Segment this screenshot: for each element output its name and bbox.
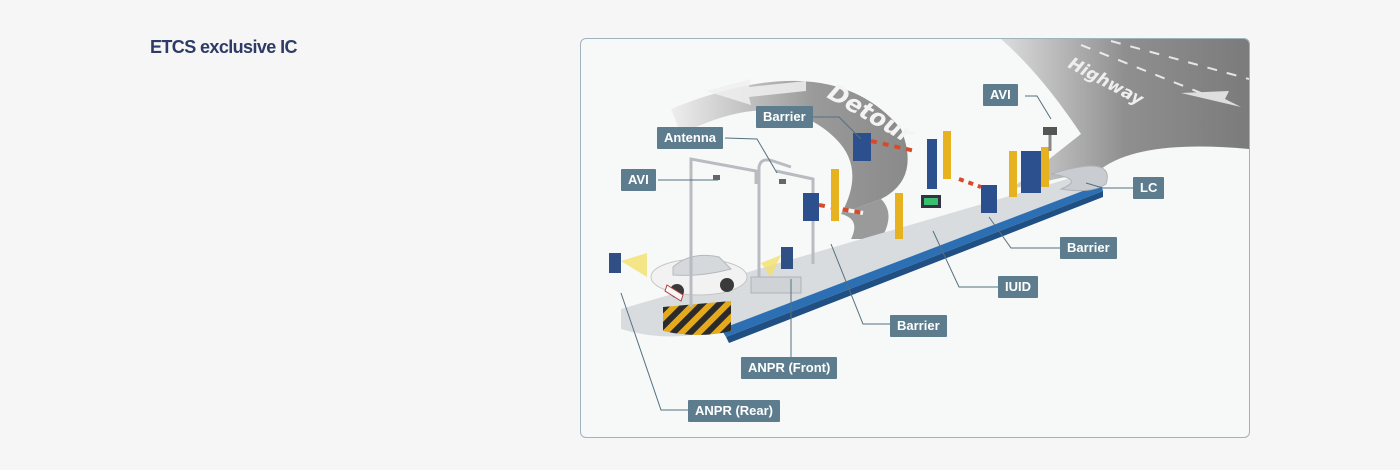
callout-anpr-front: ANPR (Front) xyxy=(741,357,838,379)
detour-arrow xyxy=(706,79,806,105)
callout-barrier-center: Barrier xyxy=(890,315,947,337)
highway-arrow xyxy=(1181,91,1241,107)
callout-avi-right: AVI xyxy=(983,84,1018,106)
detour-road xyxy=(671,80,908,214)
antenna-gantry xyxy=(689,157,815,307)
car-illustration xyxy=(650,254,748,302)
callout-avi-left: AVI xyxy=(621,169,656,191)
page-title: ETCS exclusive IC xyxy=(150,37,297,57)
highway-road xyxy=(1001,39,1249,189)
barrier-top-unit xyxy=(853,133,916,161)
callout-barrier-top: Barrier xyxy=(756,106,813,128)
barrier-center-unit xyxy=(803,193,864,221)
bollards xyxy=(831,131,1049,239)
lc-curl xyxy=(1050,165,1108,192)
avi-right-camera xyxy=(1043,127,1057,135)
toll-island xyxy=(621,174,1103,337)
anpr-front-camera xyxy=(781,247,793,269)
callout-anpr-rear: ANPR (Rear) xyxy=(688,400,781,422)
callout-barrier-right: Barrier xyxy=(1060,237,1117,259)
toll-lane-strip xyxy=(721,184,1103,337)
callout-iuid: IUID xyxy=(998,276,1038,298)
diagram-illustration: Highway Detour xyxy=(609,39,1249,411)
callout-antenna: Antenna xyxy=(657,127,723,149)
anpr-rear-camera xyxy=(609,253,621,273)
toll-lane-diagram: Highway Detour xyxy=(580,38,1250,438)
callout-lc: LC xyxy=(1133,177,1165,199)
hazard-block xyxy=(663,301,731,335)
barrier-right-unit xyxy=(958,177,997,213)
